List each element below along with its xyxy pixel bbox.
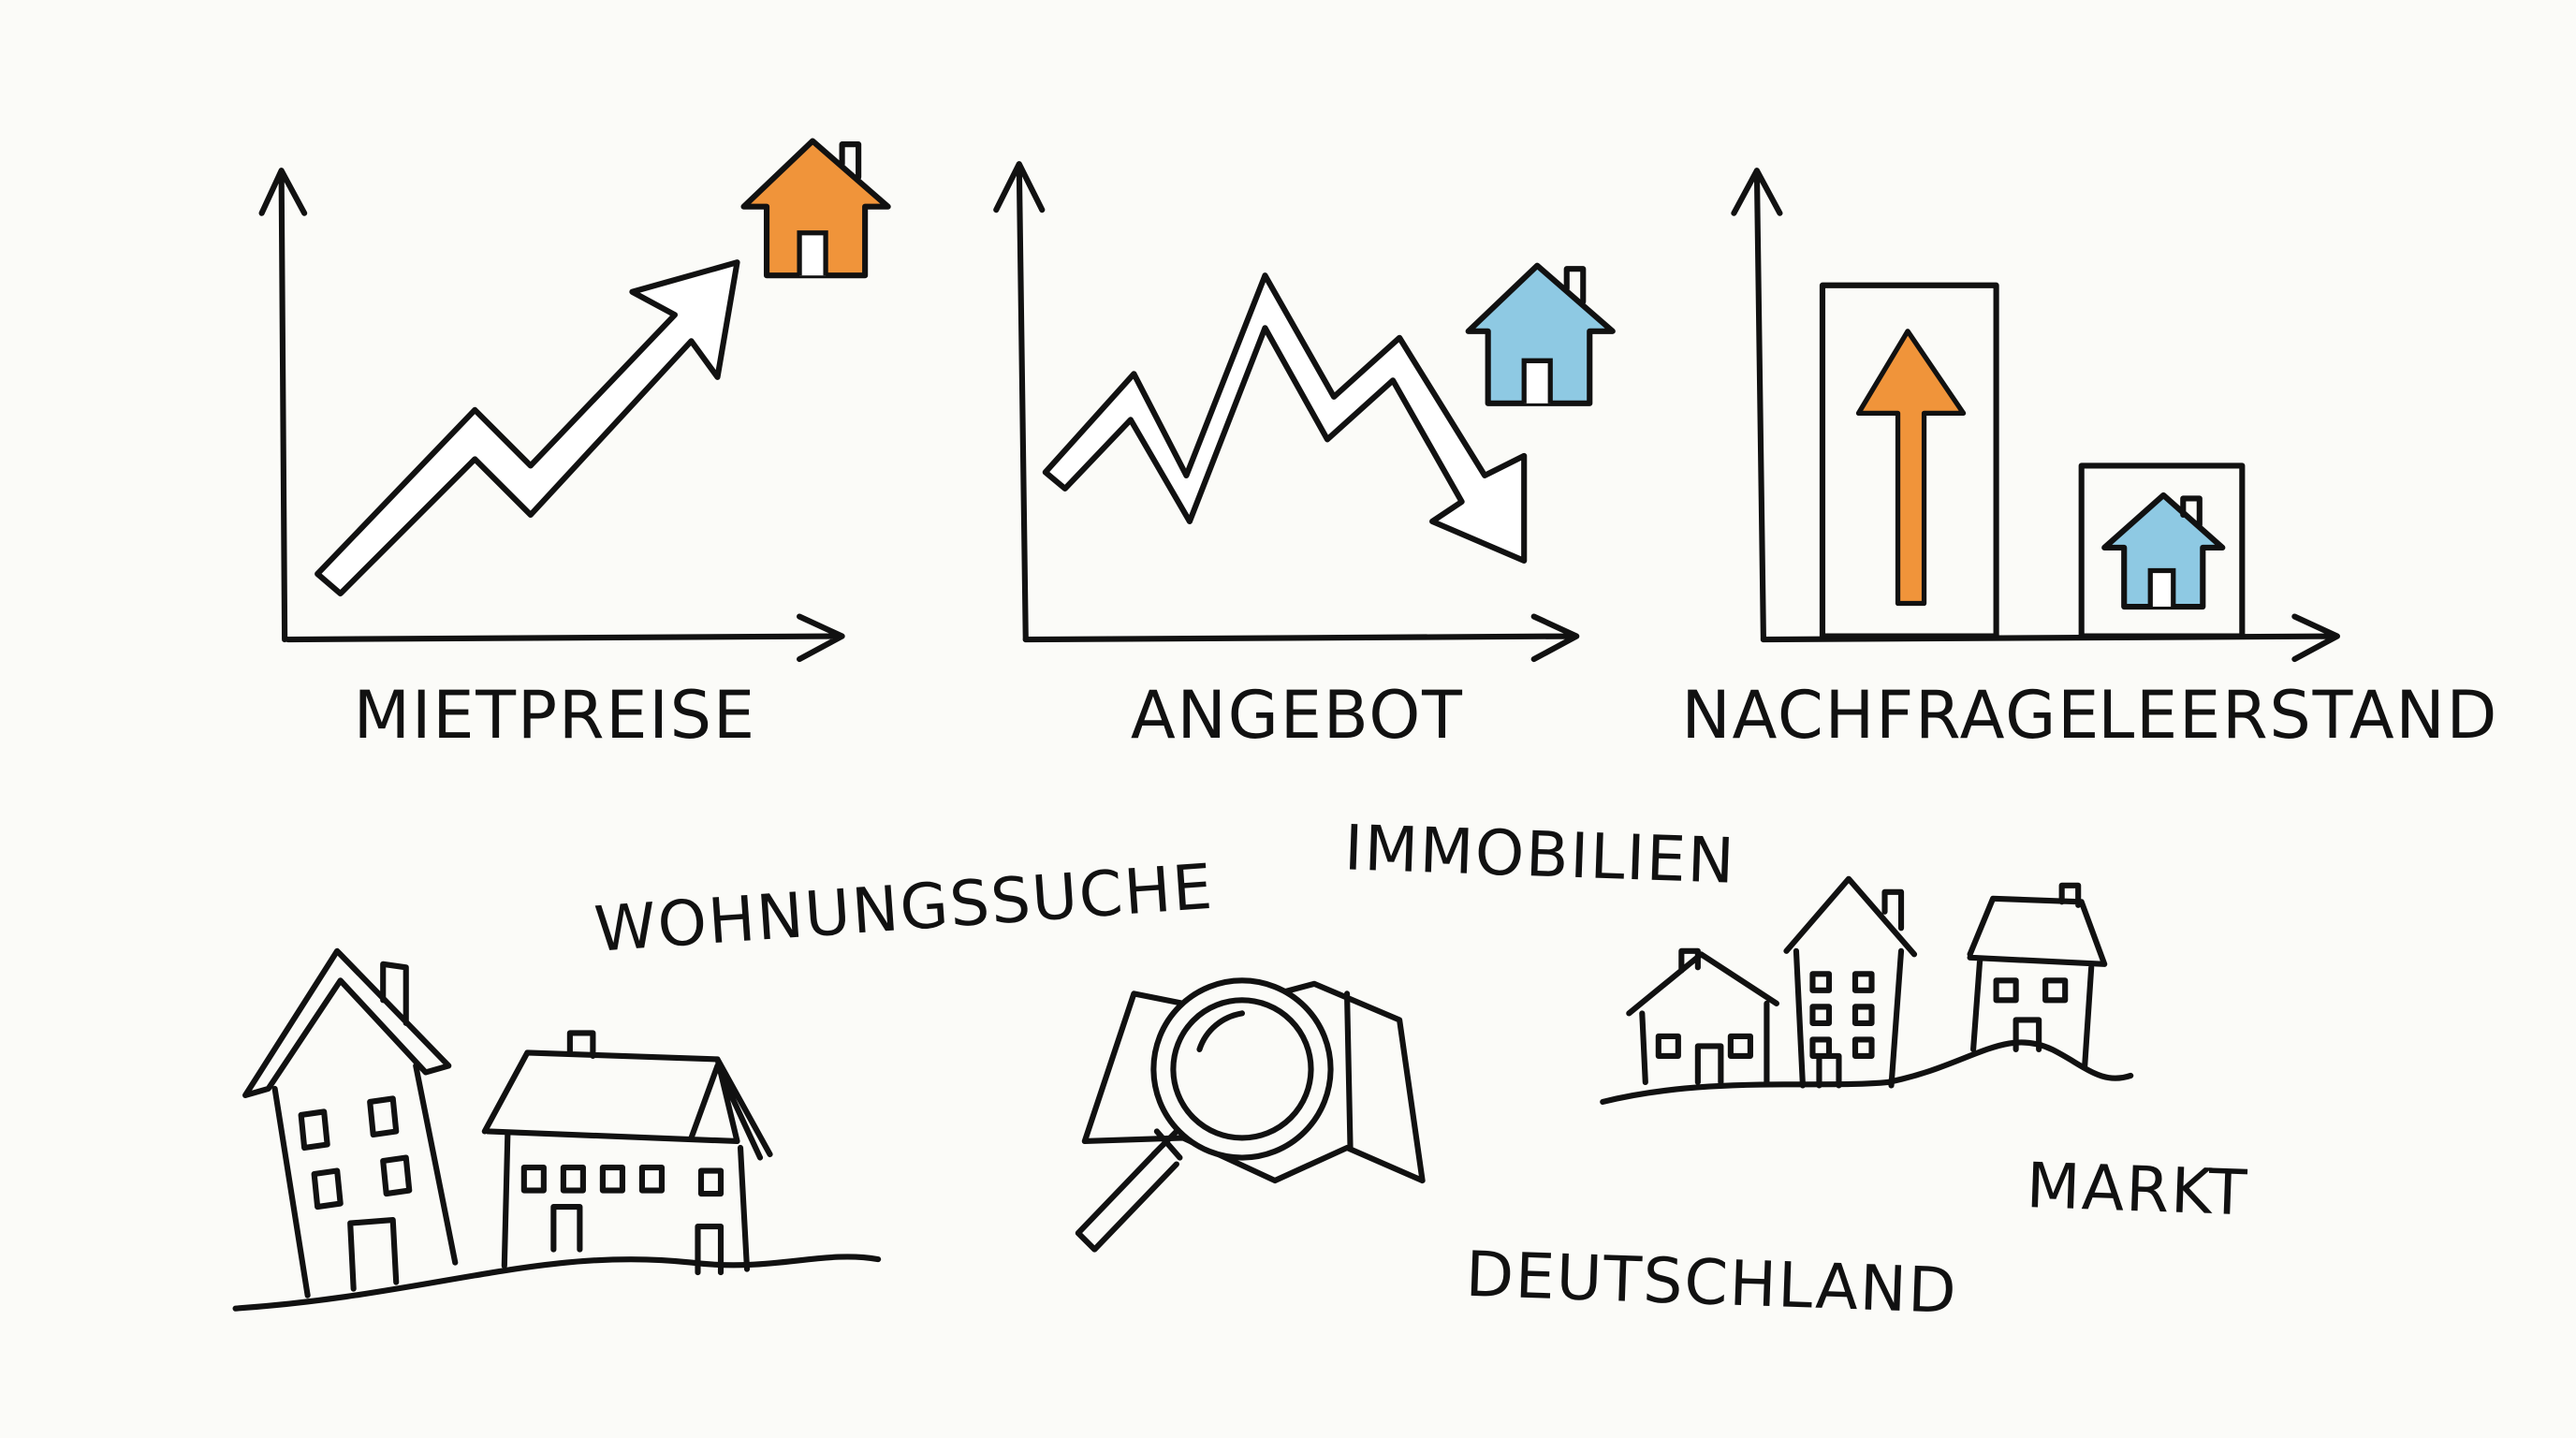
y-axis: [258, 168, 308, 643]
falling-zigzag-arrow: [1042, 272, 1528, 565]
houses-left-icon: [232, 947, 882, 1312]
y-axis: [1731, 168, 1783, 643]
house-icon-blue: [2101, 492, 2226, 610]
label-mietpreise: MIETPREISE: [354, 677, 756, 754]
bar-leerstand: [2078, 462, 2246, 639]
chart-mietpreise: MIETPREISE: [258, 138, 891, 754]
label-angebot: ANGEBOT: [1131, 677, 1464, 754]
houses-right-icon: [1600, 875, 2134, 1106]
y-axis: [993, 161, 1046, 643]
house-icon-blue: [1465, 262, 1616, 406]
magnifier-map-icon: [1075, 977, 1426, 1253]
arrow-up-icon-orange: [1855, 329, 1967, 607]
word-markt: MARKT: [2026, 1149, 2250, 1229]
word-wohnungssuche: WOHNUNGSSUCHE: [593, 850, 1216, 966]
word-immobilien: IMMOBILIEN: [1343, 811, 1737, 898]
chart-nachfrage-leerstand: NACHFRAGE LEERSTAND: [1681, 168, 2498, 754]
x-axis: [285, 613, 845, 663]
x-axis: [1022, 613, 1580, 663]
chart-angebot: ANGEBOT: [993, 161, 1616, 754]
label-nachfrage: NACHFRAGE: [1681, 677, 2100, 754]
rising-arrow: [315, 259, 740, 597]
bar-nachfrage: [1819, 282, 1999, 639]
house-icon-orange: [740, 138, 891, 279]
word-deutschland: DEUTSCHLAND: [1465, 1238, 1959, 1328]
label-leerstand: LEERSTAND: [2098, 677, 2498, 754]
